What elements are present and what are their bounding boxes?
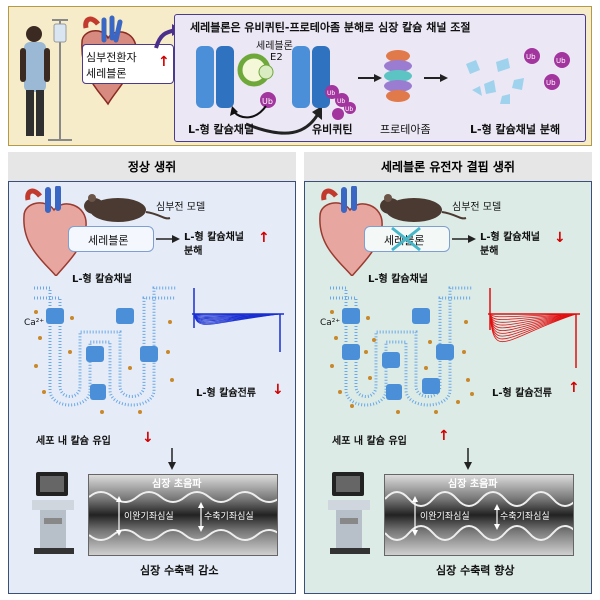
up-arrow-icon: ↑ <box>258 230 270 246</box>
echo-image-left <box>88 474 278 556</box>
down-arrow-icon <box>464 448 472 470</box>
current-label-left: L-형 칼슘전류 <box>196 388 257 399</box>
calcium-label-right: Ca²⁺ <box>320 318 341 328</box>
svg-text:Ub: Ub <box>526 53 536 61</box>
ultrasound-machine-icon <box>328 472 370 554</box>
e2-label: E2 <box>270 52 283 63</box>
cereblon-label-left: 세레블론 <box>88 234 129 247</box>
up-arrow-icon: ↑ <box>158 54 170 70</box>
ultrasound-machine-icon <box>32 472 74 554</box>
echo-image-right <box>384 474 574 556</box>
echo-systolic-left: 수축기좌심실 <box>204 512 254 522</box>
double-arrow-icon <box>412 496 418 536</box>
echo-systolic-right: 수축기좌심실 <box>500 512 550 522</box>
echo-diastolic-right: 이완기좌심실 <box>420 512 470 522</box>
trace-line <box>489 313 577 323</box>
svg-text:Ub: Ub <box>546 79 556 87</box>
fragments-icon <box>466 58 524 104</box>
down-arrow-icon: ↓ <box>554 230 566 246</box>
heart-failure-model-label-right: 심부전 모델 <box>452 202 502 213</box>
heart-icon <box>23 186 87 276</box>
degradation-label: L-형 칼슘채널 분해 <box>470 123 561 136</box>
patient-cereblon-box <box>82 44 174 84</box>
mechanism-illustration: Ub Ub Ub Ub Ub Ub Ub <box>196 46 570 135</box>
double-arrow-icon <box>198 502 204 532</box>
trace-line <box>489 313 577 326</box>
heart-failure-model-label-left: 심부전 모델 <box>156 202 206 213</box>
result-right: 심장 수축력 향상 <box>436 564 515 577</box>
proteasome-icon <box>384 50 412 102</box>
echo-pattern <box>385 475 573 555</box>
up-arrow-icon: ↑ <box>438 428 450 444</box>
echo-pattern <box>89 475 277 555</box>
echo-title-right: 심장 초음파 <box>448 479 498 490</box>
t-tubule-illustration-right <box>330 286 474 414</box>
mechanism-title: 세레블론은 유비퀴틴-프로테아좀 분해로 심장 칼슘 채널 조절 <box>190 21 471 34</box>
cereblon-label: 세레블론 <box>256 41 293 52</box>
trace-line <box>489 313 577 342</box>
down-arrow-icon: ↓ <box>142 430 154 446</box>
cereblon-box-left <box>68 226 154 252</box>
ubiquitin-icon: Ub <box>260 92 276 108</box>
calcium-current-trace-right <box>488 288 580 368</box>
effect-line1-left: L-형 칼슘채널 <box>184 232 245 243</box>
patient-label-line1: 심부전환자 <box>86 51 137 64</box>
heart-mouse-illustration-right <box>319 186 467 276</box>
influx-label-left: 세포 내 칼슘 유입 <box>36 436 111 447</box>
echo-title-left: 심장 초음파 <box>152 479 202 490</box>
result-left: 심장 수축력 감소 <box>140 564 219 577</box>
right-arrow-icon <box>452 235 476 243</box>
echo-diastolic-left: 이완기좌심실 <box>124 512 174 522</box>
knockout-cross-icon <box>391 226 421 252</box>
channel-label-right: L-형 칼슘채널 <box>368 274 429 285</box>
current-label-right: L-형 칼슘전류 <box>492 388 553 399</box>
svg-text:Ub: Ub <box>556 57 566 65</box>
right-arrow-icon <box>156 235 180 243</box>
proteasome-label: 프로테아좀 <box>380 123 431 136</box>
double-arrow-icon <box>494 504 500 530</box>
ubiquitin-label: 유비퀴틴 <box>312 123 353 136</box>
cereblon-box-right <box>364 226 450 252</box>
mouse-icon <box>380 194 467 222</box>
mouse-icon <box>84 194 171 222</box>
trace-line <box>193 313 281 325</box>
calcium-label-left: Ca²⁺ <box>24 318 45 328</box>
effect-line2-right: 분해 <box>480 246 499 257</box>
calcium-current-trace-left <box>192 288 284 352</box>
down-arrow-icon <box>168 448 176 470</box>
wildtype-header: 정상 생쥐 <box>8 152 296 182</box>
ltype-channel-label: L-형 칼슘채널 <box>188 123 255 136</box>
svg-text:Ub: Ub <box>327 90 335 97</box>
up-arrow-icon: ↑ <box>568 380 580 396</box>
down-arrow-icon: ↓ <box>272 382 284 398</box>
patient-label-line2: 세레블론 <box>86 67 127 80</box>
trace-line <box>489 313 577 320</box>
heart-icon <box>319 186 383 276</box>
svg-text:Ub: Ub <box>345 106 353 113</box>
svg-text:Ub: Ub <box>337 98 345 105</box>
channel-label-left: L-형 칼슘채널 <box>72 274 133 285</box>
svg-text:Ub: Ub <box>262 97 273 106</box>
double-arrow-icon <box>116 496 122 536</box>
effect-line1-right: L-형 칼슘채널 <box>480 232 541 243</box>
knockout-header: 세레블론 유전자 결핍 생쥐 <box>304 152 592 182</box>
t-tubule-illustration-left <box>34 286 176 414</box>
effect-line2-left: 분해 <box>184 246 203 257</box>
influx-label-right: 세포 내 칼슘 유입 <box>332 436 407 447</box>
ltype-channel-icon <box>196 46 234 108</box>
heart-mouse-illustration-left <box>23 186 171 276</box>
